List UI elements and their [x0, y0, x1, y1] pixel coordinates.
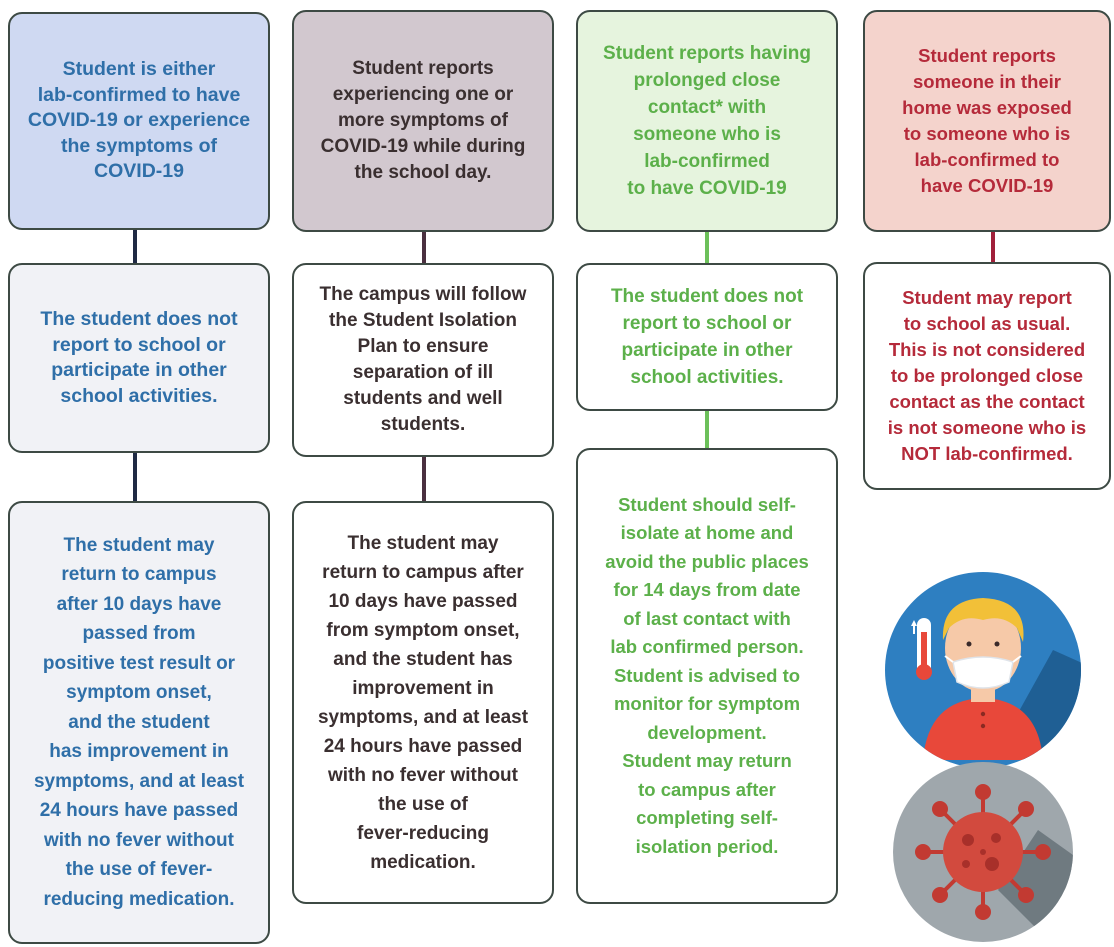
col3-connector-2: [705, 411, 709, 448]
col1-connector-1: [133, 230, 137, 263]
col4-step1-box: Student may report to school as usual. T…: [863, 262, 1111, 490]
col2-header-box: Student reports experiencing one or more…: [292, 10, 554, 232]
col3-step2-box: Student should self- isolate at home and…: [576, 448, 838, 904]
col3-connector-1: [705, 232, 709, 263]
col4-header-box: Student reports someone in their home wa…: [863, 10, 1111, 232]
col1-header-box: Student is either lab-confirmed to have …: [8, 12, 270, 230]
col1-connector-2: [133, 453, 137, 501]
col4-connector-1: [991, 232, 995, 262]
sick-person-thermometer-icon: [885, 572, 1081, 768]
col3-step1-box: The student does not report to school or…: [576, 263, 838, 411]
col3-header-box: Student reports having prolonged close c…: [576, 10, 838, 232]
col1-step1-box: The student does not report to school or…: [8, 263, 270, 453]
coronavirus-icon: [893, 762, 1073, 942]
col2-step1-box: The campus will follow the Student Isola…: [292, 263, 554, 457]
col2-step2-box: The student may return to campus after 1…: [292, 501, 554, 904]
col2-connector-2: [422, 457, 426, 501]
col2-connector-1: [422, 232, 426, 263]
col1-step2-box: The student may return to campus after 1…: [8, 501, 270, 944]
